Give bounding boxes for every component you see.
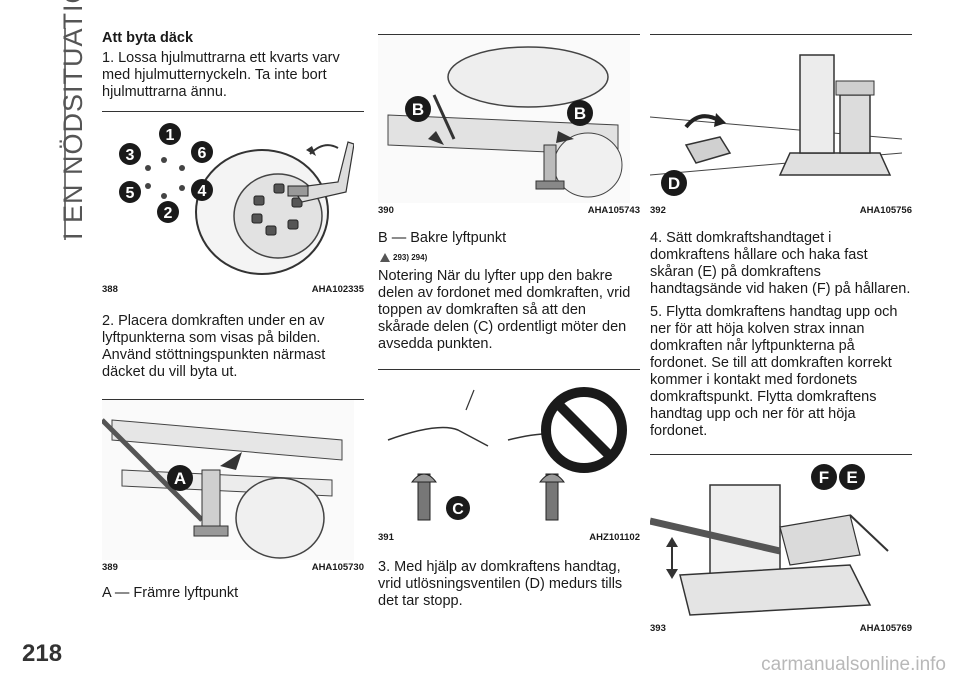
wheel-nut-illustration: 1 2 3 4 5 6 xyxy=(119,123,354,275)
figure-number: 389 xyxy=(102,562,118,573)
nut-label-1: 1 xyxy=(166,127,175,144)
column-3: D 392 AHA105756 4. Sätt domkraftshandtag… xyxy=(650,34,912,634)
figure-caption: 388 AHA102335 xyxy=(102,282,364,295)
nut-label-3: 3 xyxy=(126,147,135,164)
reference-numbers: 293) 294) xyxy=(393,253,428,262)
figure-caption: 391 AHZ101102 xyxy=(378,530,640,543)
figure-code: AHA105769 xyxy=(859,623,912,634)
jack-head-label-c: C xyxy=(452,501,464,518)
nut-label-6: 6 xyxy=(198,145,207,162)
note-text: Notering När du lyfter upp den bakre del… xyxy=(378,268,631,352)
jack-head-orientation-illustration: C xyxy=(378,370,630,530)
release-valve-illustration: D xyxy=(650,35,902,203)
step-3-text: 3. Med hjälp av domkraftens handtag, vri… xyxy=(378,559,623,609)
rear-jack-point-illustration: B B xyxy=(378,35,630,203)
notch-label-e: E xyxy=(846,468,857,487)
nut-label-2: 2 xyxy=(164,205,173,222)
rear-jack-point-caption: B — Bakre lyftpunkt xyxy=(378,230,507,246)
figure-code: AHA105756 xyxy=(859,205,912,216)
figure-caption: 393 AHA105769 xyxy=(650,621,912,634)
jack-point-label-b-2: B xyxy=(574,104,586,123)
front-jack-point-caption: A — Främre lyftpunkt xyxy=(102,585,239,601)
step-4-text: 4. Sätt domkraftshandtaget i domkraftens… xyxy=(650,230,911,297)
section-title: I EN NÖDSITUATION xyxy=(58,0,88,240)
figure-caption: 390 AHA105743 xyxy=(378,203,640,216)
figure-code: AHA105730 xyxy=(311,562,364,573)
figure-number: 393 xyxy=(650,623,666,634)
jack-handle-illustration: F E xyxy=(650,455,902,621)
figure-number: 391 xyxy=(378,532,394,543)
step-5-text: 5. Flytta domkraftens handtag upp och ne… xyxy=(650,304,898,439)
jack-point-label-a: A xyxy=(174,469,186,488)
release-valve-label-d: D xyxy=(668,174,680,193)
warning-references: 293) 294) xyxy=(380,253,640,262)
warning-triangle-icon xyxy=(380,253,390,262)
hook-label-f: F xyxy=(819,468,829,487)
nut-label-4: 4 xyxy=(198,183,207,200)
nut-label-5: 5 xyxy=(126,185,135,202)
figure-392: D 392 AHA105756 xyxy=(650,34,912,216)
watermark: carmanualsonline.info xyxy=(761,654,946,675)
step-2-text: 2. Placera domkraften under en av lyftpu… xyxy=(102,313,326,380)
figure-caption: 389 AHA105730 xyxy=(102,560,364,573)
figure-393: F E 393 AHA105769 xyxy=(650,454,912,634)
figure-number: 392 xyxy=(650,205,666,216)
figure-388: 1 2 3 4 5 6 388 AHA102335 xyxy=(102,111,364,295)
figure-389: A 389 AHA105730 xyxy=(102,399,364,573)
figure-number: 388 xyxy=(102,284,118,295)
jack-point-label-b: B xyxy=(412,100,424,119)
step-1-text: 1. Lossa hjulmuttrarna ett kvarts varv m… xyxy=(102,50,340,100)
figure-390: B B 390 AHA105743 xyxy=(378,34,640,216)
column-2: B B 390 AHA105743 B — Bakre lyftpunkt 29… xyxy=(378,34,640,616)
figure-number: 390 xyxy=(378,205,394,216)
figure-code: AHZ101102 xyxy=(589,532,640,543)
figure-code: AHA105743 xyxy=(587,205,640,216)
figure-code: AHA102335 xyxy=(311,284,364,295)
figure-caption: 392 AHA105756 xyxy=(650,203,912,216)
front-jack-point-illustration: A xyxy=(102,400,354,560)
column-1: Att byta däck 1. Lossa hjulmuttrarna ett… xyxy=(102,30,364,608)
page-number: 218 xyxy=(22,640,63,667)
figure-391: C 391 AHZ101102 xyxy=(378,369,640,543)
sidebar-rule xyxy=(64,28,66,240)
section-heading: Att byta däck xyxy=(102,30,194,46)
